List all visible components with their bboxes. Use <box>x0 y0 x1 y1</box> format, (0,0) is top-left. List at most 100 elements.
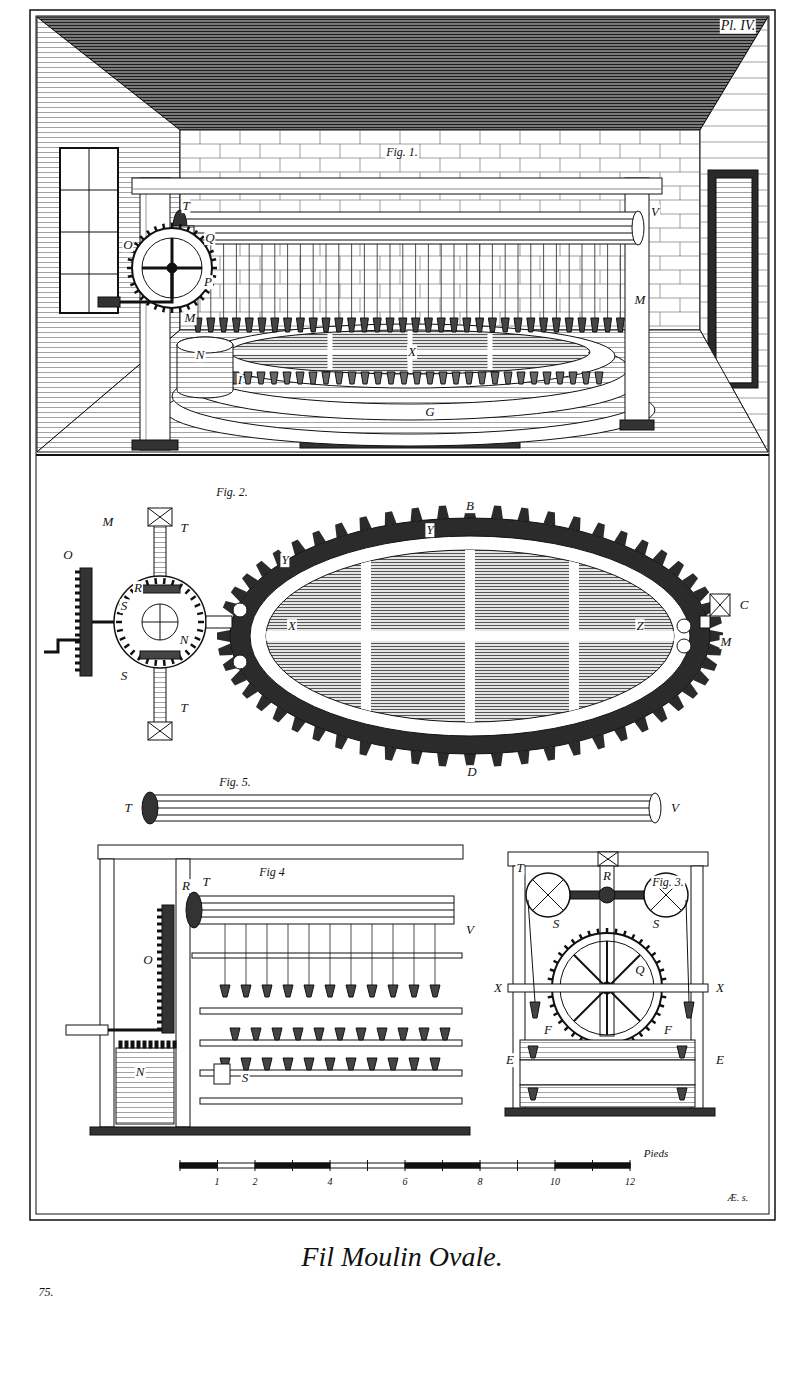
box-cross <box>710 594 730 616</box>
brick-course <box>700 158 768 159</box>
window-bar <box>60 232 118 233</box>
gear-tooth <box>117 613 123 614</box>
thread <box>372 924 373 985</box>
brick-course <box>722 94 768 95</box>
bobbin <box>450 318 458 332</box>
bobbin <box>419 1028 429 1040</box>
bobbin <box>591 318 599 332</box>
gear-tooth <box>75 669 80 672</box>
bobbin <box>386 318 394 332</box>
gear-tooth <box>632 935 634 939</box>
gear-tooth <box>157 909 162 912</box>
bobbin <box>262 985 272 997</box>
bobbin <box>514 318 522 332</box>
doorway <box>708 170 758 388</box>
brick-joint <box>600 298 601 312</box>
page-number: 75. <box>38 1286 55 1299</box>
reel-rod <box>192 903 454 904</box>
brick-joint <box>500 284 501 298</box>
bobbin <box>424 318 432 332</box>
cross-bar <box>569 540 579 740</box>
bobbin <box>440 1028 450 1040</box>
gear-tooth <box>161 1041 164 1048</box>
thread <box>351 924 352 985</box>
bobbin <box>245 318 253 332</box>
panel-divider <box>36 454 769 456</box>
box-cross <box>148 508 172 526</box>
bobbin <box>377 1028 387 1040</box>
bobbin <box>684 1002 694 1018</box>
rail <box>192 953 462 958</box>
window-bar <box>60 190 118 191</box>
bobbin <box>400 372 408 384</box>
reel-gear <box>142 792 158 824</box>
bobbin <box>270 372 278 384</box>
gear-tooth <box>191 644 196 648</box>
thread <box>556 244 557 318</box>
bobbin <box>258 318 266 332</box>
tub <box>116 1048 174 1124</box>
gear-tooth <box>194 231 197 235</box>
scale-segment <box>180 1163 218 1168</box>
brick-joint <box>280 130 281 144</box>
thread <box>414 924 415 985</box>
gear-tooth <box>167 1041 170 1048</box>
gear-tooth <box>75 648 80 651</box>
beam-shade <box>132 189 662 190</box>
bobbin <box>595 372 603 384</box>
base <box>90 1127 470 1135</box>
part-letter: S <box>552 917 561 931</box>
brick-joint <box>580 284 581 298</box>
part-letter: Q <box>634 963 645 977</box>
bobbin <box>463 318 471 332</box>
bobbin <box>578 318 586 332</box>
brick-joint <box>200 298 201 312</box>
gear-tooth <box>550 969 555 971</box>
bobbin <box>360 318 368 332</box>
bobbin <box>322 372 330 384</box>
thread <box>435 924 436 985</box>
bobbin <box>452 372 460 384</box>
brick-joint <box>460 256 461 270</box>
cross-bar <box>361 540 371 740</box>
brick-joint <box>520 298 521 312</box>
gear-tooth <box>157 958 162 961</box>
part-letter: S <box>241 1071 250 1085</box>
bobbin <box>207 318 215 332</box>
thread <box>479 244 480 318</box>
bobbin <box>426 372 434 384</box>
bobbin <box>677 1046 687 1058</box>
gear-tooth <box>149 1041 152 1048</box>
gear-tooth <box>624 931 626 936</box>
gear-tooth <box>75 655 80 658</box>
gear-tooth <box>157 972 162 975</box>
pulley <box>526 873 570 917</box>
brick-joint <box>640 158 641 172</box>
thread <box>543 244 544 318</box>
brick-joint <box>440 158 441 172</box>
gear-tooth <box>157 1007 162 1010</box>
scale-tick <box>292 1160 293 1171</box>
brick-joint <box>540 284 541 298</box>
bobbin <box>527 318 535 332</box>
reel-end <box>632 211 644 245</box>
scale-tick <box>517 1160 518 1171</box>
brick-joint <box>380 144 381 158</box>
cross-bars <box>262 540 682 740</box>
bobbin <box>251 1028 261 1040</box>
thread <box>402 244 403 318</box>
part-letter: Y <box>280 553 289 567</box>
thread <box>505 244 506 318</box>
brick-joint <box>360 130 361 144</box>
gear-tooth <box>157 1014 162 1017</box>
reel <box>178 212 640 244</box>
brick-joint <box>520 158 521 172</box>
bobbin <box>356 1028 366 1040</box>
scale-number: 8 <box>477 1177 484 1188</box>
bobbin <box>309 372 317 384</box>
gear-tooth <box>558 953 562 956</box>
brick-joint <box>240 130 241 144</box>
bobbin <box>262 1058 272 1070</box>
gear-tooth <box>75 606 80 609</box>
scale-number: 12 <box>624 1177 636 1188</box>
